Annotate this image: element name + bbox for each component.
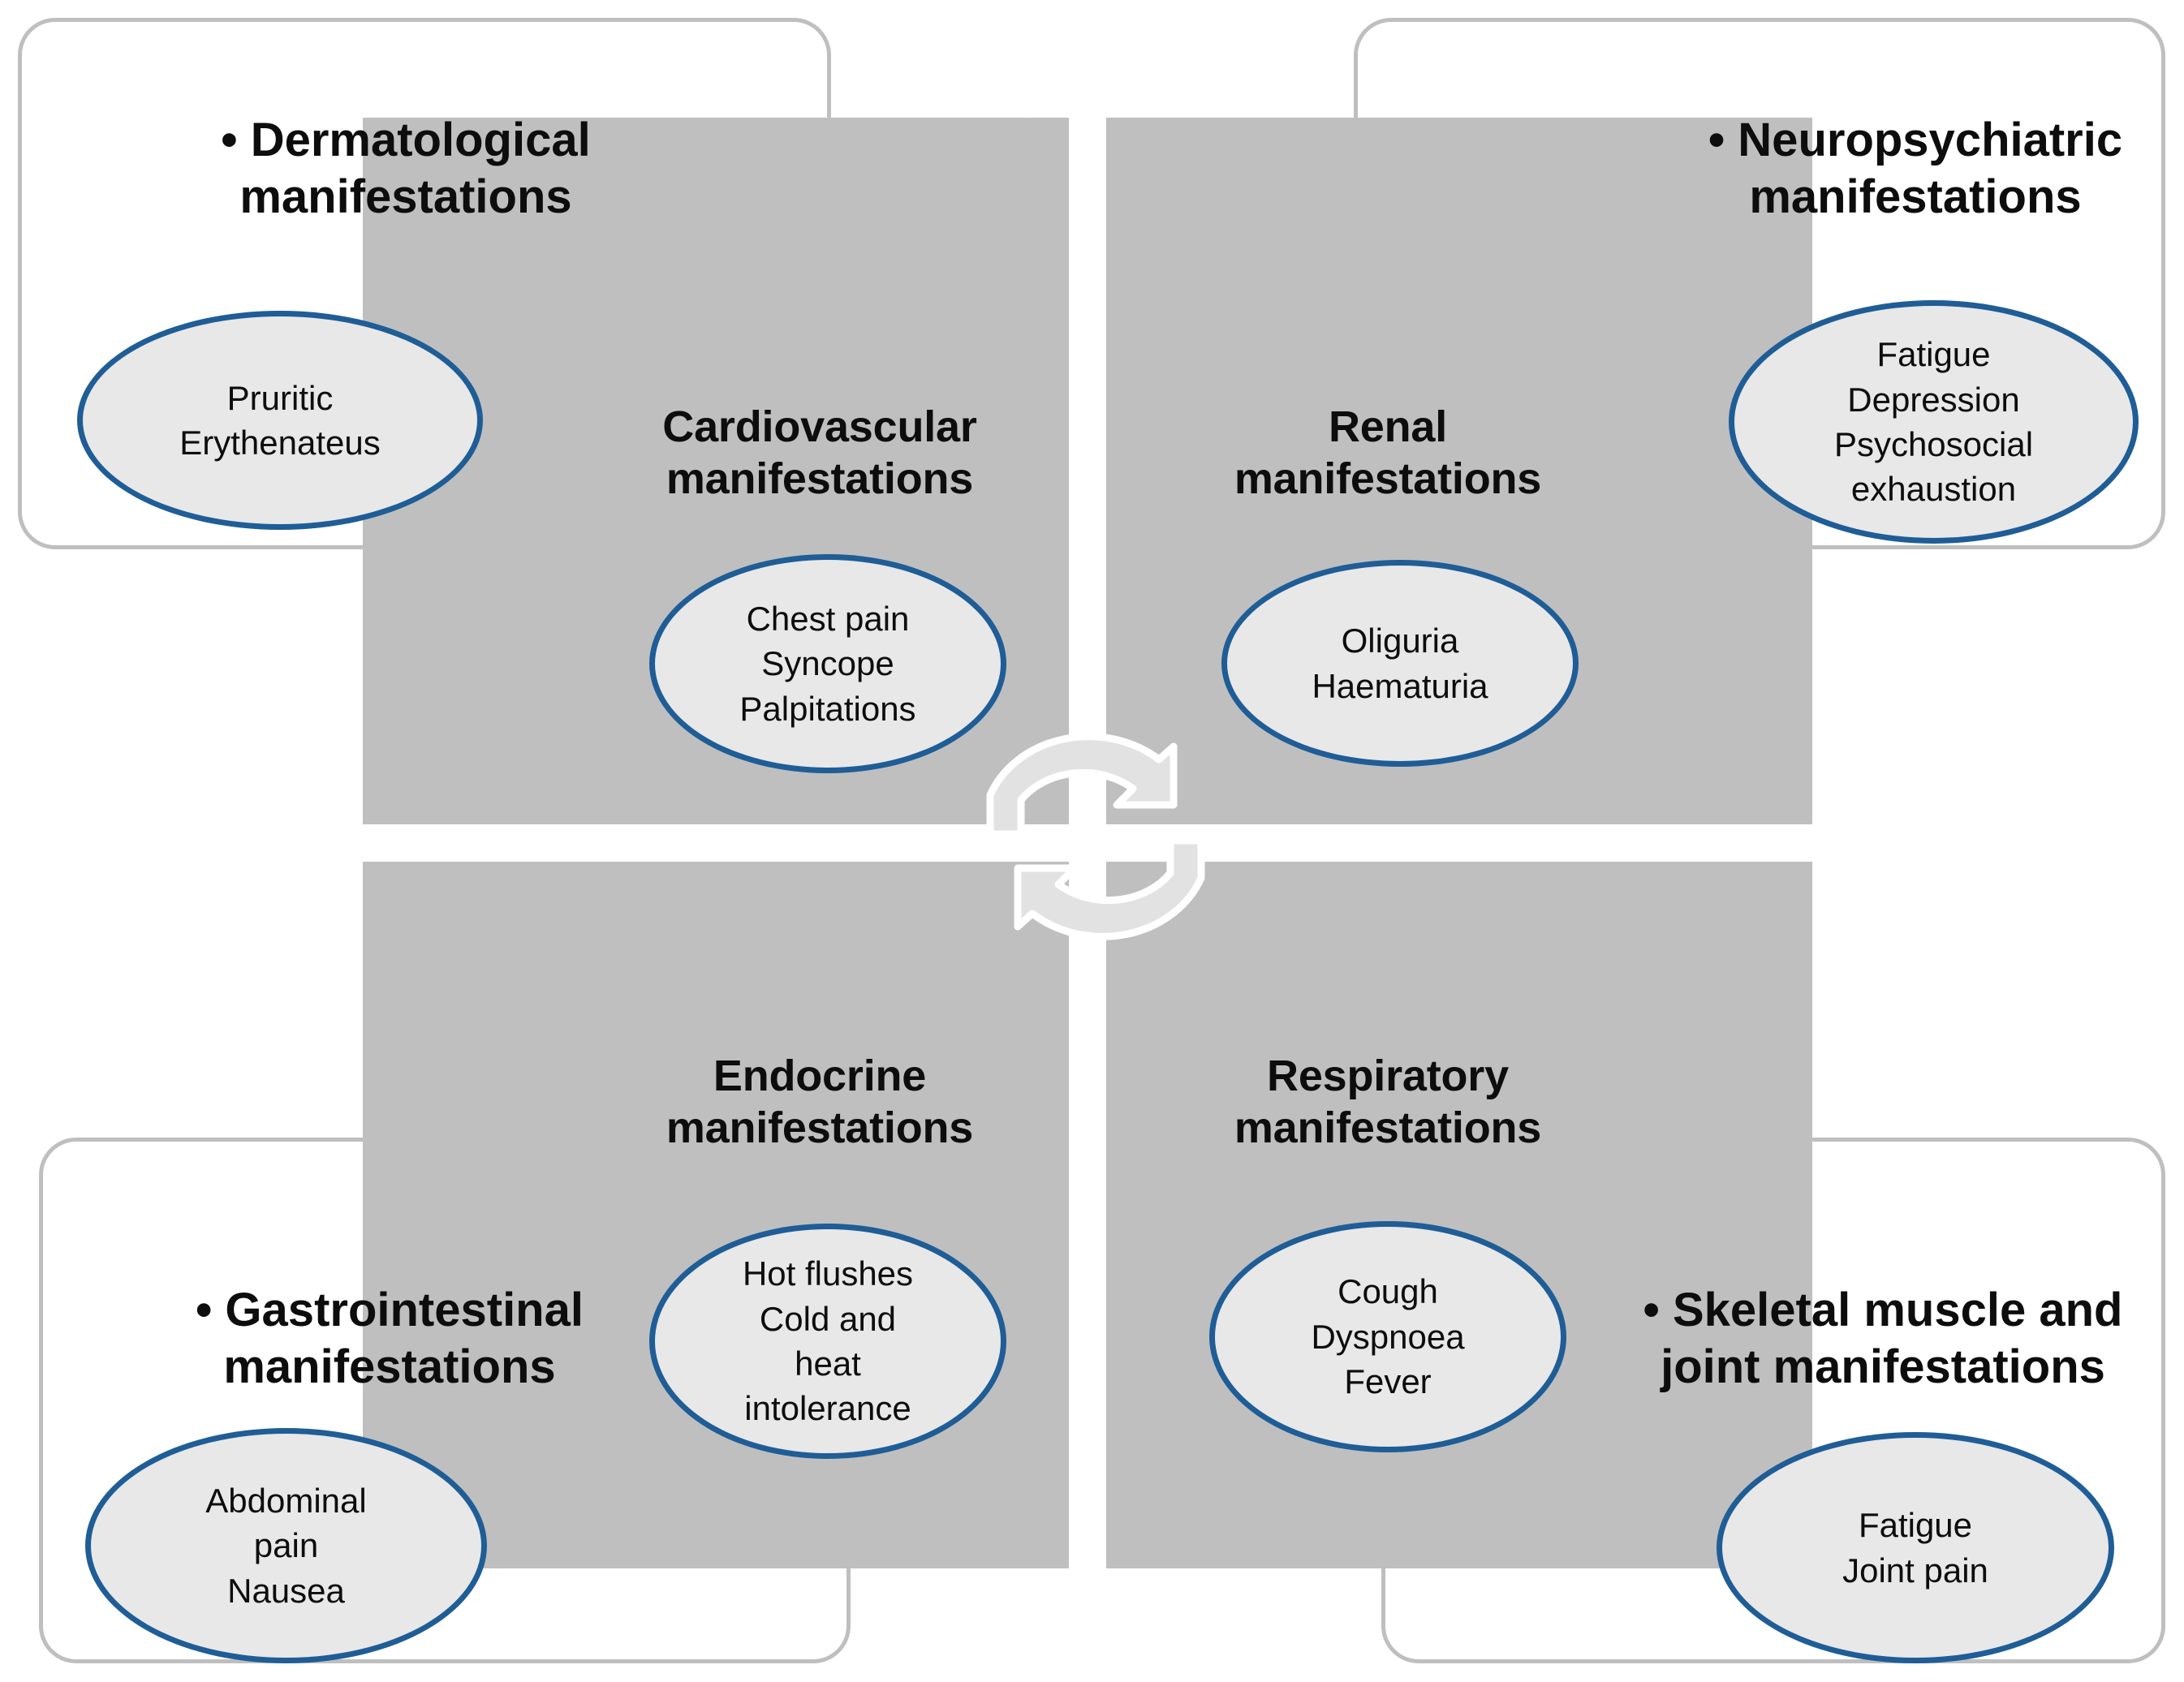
panel-heading-line1: • Skeletal muscle and [1643, 1284, 2123, 1336]
quadrant-title-line1: Endocrine [713, 1052, 927, 1100]
symptom-item: Cold and [759, 1299, 897, 1338]
panel-heading-line2: manifestations [223, 1340, 556, 1393]
quadrant-title-line2: manifestations [1234, 1103, 1542, 1152]
symptom-ellipse-skeletal-muscle-joint: Fatigue Joint pain [1717, 1432, 2114, 1663]
panel-heading-line2: joint manifestations [1661, 1340, 2105, 1393]
quadrant-title-line1: Cardiovascular [662, 402, 977, 451]
symptom-item: Fatigue [1876, 335, 1991, 374]
cycle-arrows-group [958, 698, 1234, 974]
symptom-item: Psychosocial [1833, 425, 2034, 463]
symptom-item: pain [253, 1526, 319, 1565]
symptom-item: Palpitations [739, 689, 916, 728]
panel-heading-gastrointestinal: • Gastrointestinal manifestations [97, 1282, 682, 1395]
counterclockwise-arc-arrow-icon [1014, 837, 1205, 940]
symptom-item: Pruritic [226, 378, 334, 417]
symptom-item: Syncope [761, 644, 894, 683]
symptom-ellipse-renal: Oliguria Haematuria [1221, 560, 1579, 767]
panel-heading-line1: • Gastrointestinal [196, 1284, 584, 1336]
symptom-item: Hot flushes [742, 1254, 914, 1293]
symptom-item: Erythenateus [179, 424, 381, 462]
panel-heading-skeletal-muscle-joint: • Skeletal muscle and joint manifestatio… [1615, 1282, 2151, 1395]
symptom-list-cardiovascular: Chest pain Syncope Palpitations [728, 596, 927, 731]
symptom-ellipse-dermatological: Pruritic Erythenateus [77, 311, 483, 530]
symptom-list-gastrointestinal: Abdominal pain Nausea [194, 1478, 377, 1613]
symptom-item: heat [795, 1344, 861, 1383]
wheel-quadrant-respiratory [1106, 862, 1812, 1568]
symptom-ellipse-respiratory: Cough Dyspnoea Fever [1209, 1221, 1566, 1452]
symptom-item: Nausea [227, 1571, 345, 1610]
symptom-list-dermatological: Pruritic Erythenateus [168, 376, 392, 466]
symptom-list-renal: Oliguria Haematuria [1300, 618, 1499, 708]
clockwise-arc-arrow-icon [986, 733, 1178, 838]
symptom-item: Depression [1847, 380, 2020, 419]
symptom-ellipse-cardiovascular: Chest pain Syncope Palpitations [649, 554, 1006, 773]
symptom-item: Fatigue [1858, 1506, 1973, 1545]
quadrant-title-endocrine: Endocrine manifestations [601, 1051, 1039, 1154]
symptom-ellipse-neuropsychiatric: Fatigue Depression Psychosocial exhausti… [1729, 300, 2139, 544]
quadrant-title-line1: Renal [1328, 402, 1448, 451]
symptom-list-neuropsychiatric: Fatigue Depression Psychosocial exhausti… [1823, 332, 2044, 512]
symptom-item: Joint pain [1842, 1551, 1988, 1590]
symptom-item: Oliguria [1341, 622, 1459, 660]
panel-heading-line1: • Neuropsychiatric [1708, 114, 2123, 166]
symptom-item: exhaustion [1850, 470, 2017, 509]
symptom-item: Cough [1338, 1272, 1438, 1311]
quadrant-title-line2: manifestations [1234, 454, 1542, 503]
panel-heading-line2: manifestations [239, 170, 572, 223]
symptom-list-skeletal-muscle-joint: Fatigue Joint pain [1831, 1503, 2000, 1593]
quadrant-title-renal: Renal manifestations [1177, 402, 1599, 505]
quadrant-title-line2: manifestations [666, 1103, 974, 1152]
symptom-ellipse-endocrine: Hot flushes Cold and heat intolerance [649, 1224, 1006, 1459]
panel-heading-dermatological: • Dermatological manifestations [122, 112, 690, 225]
symptom-ellipse-gastrointestinal: Abdominal pain Nausea [85, 1428, 487, 1663]
cycle-arrows-svg [986, 733, 1205, 940]
symptom-item: Chest pain [746, 599, 910, 638]
symptom-list-endocrine: Hot flushes Cold and heat intolerance [731, 1251, 924, 1431]
symptom-list-respiratory: Cough Dyspnoea Fever [1299, 1269, 1475, 1404]
symptom-item: Abdominal [205, 1481, 367, 1520]
symptom-item: intolerance [744, 1389, 911, 1428]
quadrant-title-respiratory: Respiratory manifestations [1169, 1051, 1607, 1154]
quadrant-title-line2: manifestations [666, 454, 974, 503]
quadrant-title-line1: Respiratory [1267, 1052, 1509, 1100]
symptom-item: Dyspnoea [1311, 1317, 1465, 1356]
panel-heading-neuropsychiatric: • Neuropsychiatric manifestations [1688, 112, 2143, 225]
wheel-quadrant-endocrine [363, 862, 1069, 1568]
symptom-item: Fever [1344, 1362, 1432, 1401]
panel-heading-line1: • Dermatological [221, 114, 591, 166]
quadrant-title-cardiovascular: Cardiovascular manifestations [601, 402, 1039, 505]
panel-heading-line2: manifestations [1749, 170, 2082, 223]
symptom-item: Haematuria [1312, 666, 1488, 705]
